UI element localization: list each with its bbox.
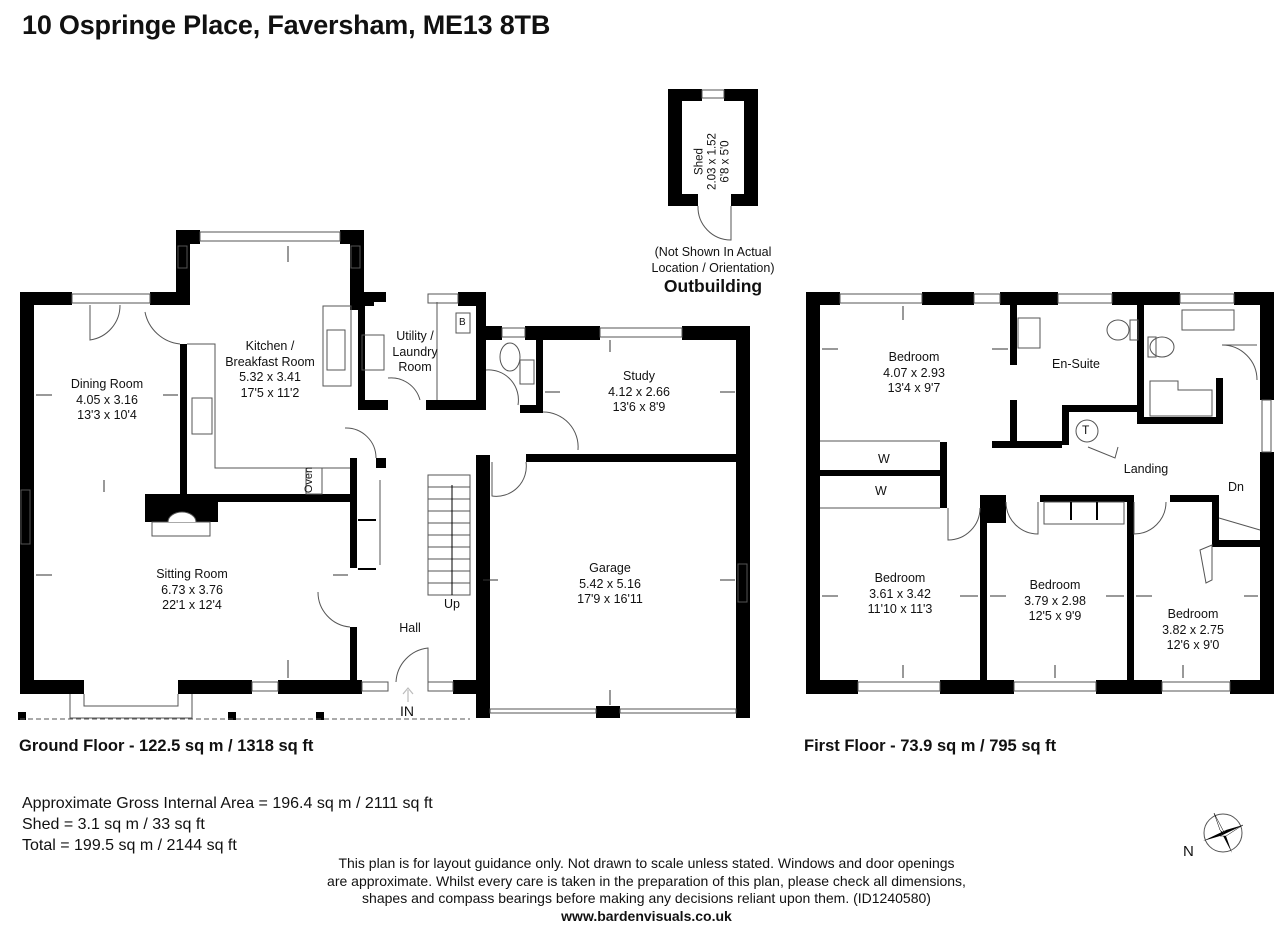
- room-imperial: 13'3 x 10'4: [77, 408, 137, 422]
- room-metric: 4.05 x 3.16: [76, 392, 138, 407]
- room-name: Hall: [399, 621, 421, 635]
- first-floor-caption: First Floor - 73.9 sq m / 795 sq ft: [804, 737, 1057, 755]
- first-floor-walls: [806, 292, 1274, 694]
- outbuilding-note-line2: Location / Orientation): [651, 260, 775, 275]
- disclaimer: This plan is for layout guidance only. N…: [0, 855, 1280, 925]
- shed-area: Shed = 3.1 sq m / 33 sq ft: [22, 816, 205, 833]
- page-title: 10 Ospringe Place, Faversham, ME13 8TB: [22, 10, 551, 40]
- room-metric: 4.12 x 2.66: [608, 384, 670, 399]
- room-name: Landing: [1123, 462, 1169, 476]
- room-name-line3: Room: [398, 360, 432, 374]
- compass-north-label: N: [1183, 843, 1194, 860]
- room-utility: Utility / Laundry Room: [392, 329, 437, 376]
- outbuilding-note-line1: (Not Shown In Actual: [654, 245, 772, 259]
- room-hall: Hall: [399, 621, 421, 637]
- stairs-down-label: Dn: [1228, 480, 1244, 494]
- room-name-line2: Laundry: [392, 344, 438, 359]
- shed-metric: 2.03 x 1.52: [706, 133, 719, 190]
- boiler-label: B: [459, 317, 466, 328]
- wardrobe-label-2: W: [875, 484, 887, 498]
- room-sitting: Sitting Room 6.73 x 3.76 22'1 x 12'4: [156, 567, 228, 614]
- outbuilding-heading: Outbuilding: [663, 276, 763, 296]
- room-name: Garage: [589, 561, 631, 575]
- room-metric: 5.32 x 3.41: [239, 370, 301, 384]
- room-kitchen: Kitchen / Breakfast Room 5.32 x 3.41 17'…: [225, 339, 315, 401]
- dimension-arrows: [36, 246, 1258, 705]
- room-garage: Garage 5.42 x 5.16 17'9 x 16'11: [577, 561, 643, 608]
- gross-area: Approximate Gross Internal Area = 196.4 …: [22, 795, 433, 812]
- room-imperial: 22'1 x 12'4: [162, 598, 222, 612]
- oven-label: Oven: [303, 466, 316, 494]
- room-imperial: 12'6 x 9'0: [1166, 638, 1220, 652]
- wardrobe-label-1: W: [878, 452, 890, 466]
- room-imperial: 17'5 x 11'2: [240, 385, 300, 400]
- room-imperial: 17'9 x 16'11: [577, 592, 643, 606]
- room-name-line1: Utility /: [396, 329, 434, 343]
- room-metric: 4.07 x 2.93: [883, 365, 945, 380]
- total-area: Total = 199.5 sq m / 2144 sq ft: [22, 837, 237, 854]
- shed-name: Shed: [693, 148, 706, 175]
- room-name: Dining Room: [70, 377, 144, 391]
- room-imperial: 11'10 x 11'3: [867, 602, 933, 616]
- first-floor-lines: [820, 293, 1272, 692]
- room-landing: Landing: [1124, 462, 1169, 478]
- room-bedroom-2: Bedroom 3.61 x 3.42 11'10 x 11'3: [868, 571, 933, 618]
- website-link[interactable]: www.bardenvisuals.co.uk: [561, 907, 732, 924]
- room-name: Sitting Room: [156, 567, 228, 581]
- room-name: Bedroom: [874, 571, 926, 585]
- room-name: Bedroom: [1029, 578, 1081, 592]
- shed-imperial: 6'8 x 5'0: [719, 140, 732, 183]
- ground-floor-lines: [20, 89, 748, 720]
- disclaimer-line3: shapes and compass bearings before makin…: [362, 890, 931, 906]
- ground-floor-caption: Ground Floor - 122.5 sq m / 1318 sq ft: [19, 737, 314, 755]
- room-bedroom-4: Bedroom 3.82 x 2.75 12'6 x 9'0: [1162, 607, 1224, 654]
- outbuilding-note: (Not Shown In Actual Location / Orientat…: [628, 245, 798, 276]
- room-metric: 3.79 x 2.98: [1024, 593, 1086, 608]
- shed-label: Shed 2.03 x 1.52 6'8 x 5'0: [694, 117, 733, 207]
- room-metric: 3.61 x 3.42: [869, 586, 931, 601]
- room-imperial: 12'5 x 9'9: [1028, 609, 1082, 623]
- compass-rose-icon: [1203, 812, 1244, 853]
- room-bedroom-1: Bedroom 4.07 x 2.93 13'4 x 9'7: [883, 350, 945, 397]
- room-metric: 6.73 x 3.76: [161, 582, 223, 597]
- room-name: Study: [623, 369, 655, 383]
- room-imperial: 13'4 x 9'7: [887, 381, 941, 395]
- room-bedroom-3: Bedroom 3.79 x 2.98 12'5 x 9'9: [1024, 578, 1086, 625]
- room-name: Bedroom: [1167, 607, 1219, 621]
- room-dining: Dining Room 4.05 x 3.16 13'3 x 10'4: [71, 377, 143, 424]
- disclaimer-line1: This plan is for layout guidance only. N…: [338, 855, 955, 871]
- room-name-line2: Breakfast Room: [225, 354, 315, 369]
- room-imperial: 13'6 x 8'9: [612, 400, 666, 414]
- room-name-line1: Kitchen /: [245, 339, 295, 353]
- room-ensuite: En-Suite: [1052, 357, 1100, 373]
- disclaimer-line2: are approximate. Whilst every care is ta…: [327, 872, 966, 889]
- room-metric: 5.42 x 5.16: [579, 576, 641, 591]
- room-name: En-Suite: [1052, 357, 1100, 371]
- room-name: Bedroom: [888, 350, 940, 364]
- stairs-up-label: Up: [444, 597, 460, 611]
- room-metric: 3.82 x 2.75: [1162, 622, 1224, 637]
- in-arrow: [402, 687, 414, 702]
- room-study: Study 4.12 x 2.66 13'6 x 8'9: [608, 369, 670, 416]
- entrance-label: IN: [400, 703, 414, 719]
- tank-label: T: [1082, 423, 1090, 437]
- area-summary: Approximate Gross Internal Area = 196.4 …: [22, 793, 433, 856]
